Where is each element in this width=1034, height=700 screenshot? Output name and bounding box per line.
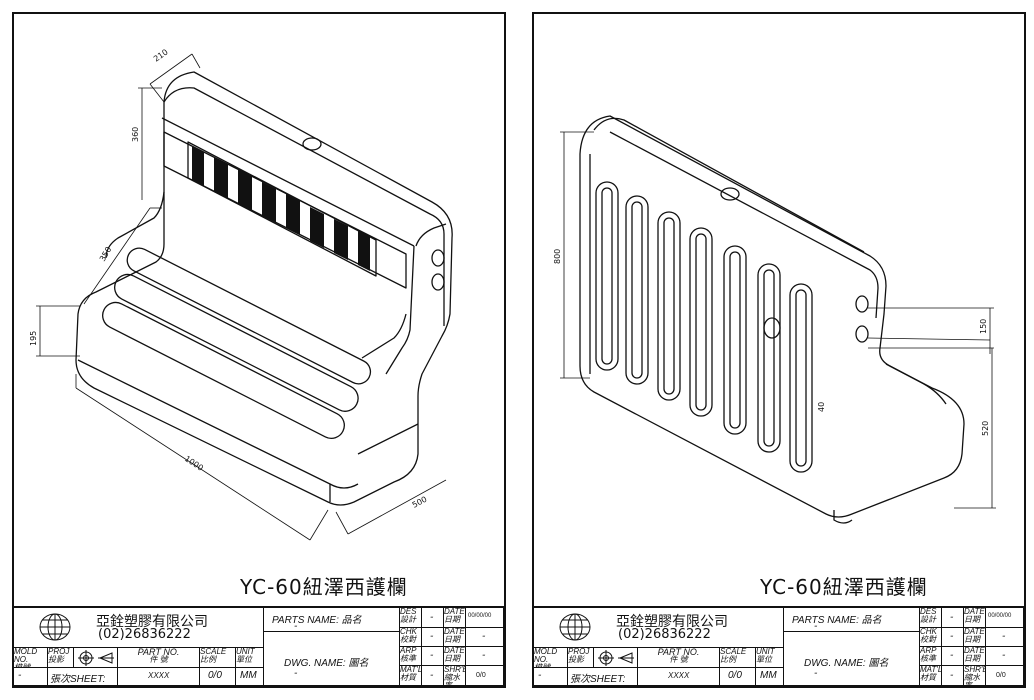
chk-value: - (422, 628, 444, 647)
arp-date-value: - (986, 647, 1024, 666)
drawing-sheet-right: 800 150 40 520 YC-60紐澤西護欄 亞銓塑膠有限公司 (02)2… (532, 12, 1026, 688)
part-no-cell: PART NO.件 號 (638, 648, 720, 668)
projection-symbol-icon (78, 650, 114, 666)
projection-symbol-cell (594, 648, 638, 668)
dwg-name-value: - (814, 668, 818, 679)
arp-value: - (942, 647, 964, 666)
company-name: 亞銓塑膠有限公司 (96, 614, 208, 630)
shrink-value: 0/0 (986, 666, 1024, 686)
dim-800: 800 (553, 249, 562, 264)
company-phone: (02)26836222 (618, 627, 711, 642)
date-value: 00/00/00 (986, 608, 1024, 628)
arp-date-value: - (466, 647, 504, 666)
chk-date-value: - (466, 628, 504, 647)
dim-1000: 1000 (183, 454, 205, 473)
title-block: 亞銓塑膠有限公司 (02)26836222 PARTS NAME: 品名 - D… (14, 606, 504, 688)
date-value: 00/00/00 (466, 608, 504, 628)
part-no-value: XXXX (118, 668, 200, 686)
part-no-value: XXXX (638, 668, 720, 686)
parts-name-cell: PARTS NAME: 品名 - (784, 608, 920, 632)
dim-150: 150 (979, 319, 988, 334)
mold-no-cell: MOLD NO.模號 (534, 648, 568, 668)
dim-195: 195 (29, 331, 38, 346)
dwg-name-value: - (294, 668, 298, 679)
dwg-name-cell: DWG. NAME: 圖名 - (264, 632, 400, 686)
scale-value: 0/0 (200, 668, 236, 686)
dwg-name-label: DWG. NAME: 圖名 (284, 658, 369, 669)
barrier-isometric-view-left: 210 360 350 195 1000 500 (29, 48, 453, 541)
matl-value: - (942, 666, 964, 686)
shrink-value: 0/0 (466, 666, 504, 686)
company-phone: (02)26836222 (98, 627, 191, 642)
drawing-title: YC-60紐澤西護欄 (240, 575, 408, 599)
company-name: 亞銓塑膠有限公司 (616, 614, 728, 630)
parts-name-label: PARTS NAME: 品名 (272, 615, 362, 626)
des-value: - (942, 608, 964, 628)
dim-210: 210 (152, 48, 170, 64)
globe-logo-icon (559, 613, 591, 641)
mold-no-value: - (14, 668, 48, 686)
dim-360: 360 (131, 127, 140, 142)
drawing-title: YC-60紐澤西護欄 (760, 575, 928, 599)
globe-logo-icon (39, 613, 71, 641)
company-cell: 亞銓塑膠有限公司 (02)26836222 (534, 608, 784, 648)
unit-value: MM (236, 668, 264, 686)
dim-350: 350 (98, 245, 113, 263)
dim-40: 40 (817, 402, 826, 412)
dwg-name-cell: DWG. NAME: 圖名 - (784, 632, 920, 686)
company-cell: 亞銓塑膠有限公司 (02)26836222 (14, 608, 264, 648)
reflector-stripes (192, 146, 370, 271)
parts-name-value: - (814, 621, 818, 632)
scale-value: 0/0 (720, 668, 756, 686)
title-block: 亞銓塑膠有限公司 (02)26836222 PARTS NAME: 品名 - D… (534, 606, 1024, 688)
drawing-sheet-left: 210 360 350 195 1000 500 YC-60紐澤西護欄 亞銓塑膠… (12, 12, 506, 688)
chk-value: - (942, 628, 964, 647)
matl-value: - (422, 666, 444, 686)
sheet-cell: 張次SHEET: (568, 668, 638, 686)
dwg-name-label: DWG. NAME: 圖名 (804, 658, 889, 669)
sheet-cell: 張次SHEET: (48, 668, 118, 686)
dim-500: 500 (411, 495, 429, 510)
slot-openings (595, 181, 813, 473)
dim-520: 520 (981, 421, 990, 436)
arp-value: - (422, 647, 444, 666)
des-value: - (422, 608, 444, 628)
parts-name-label: PARTS NAME: 品名 (792, 615, 882, 626)
mold-no-cell: MOLD NO.模號 (14, 648, 48, 668)
part-no-cell: PART NO.件 號 (118, 648, 200, 668)
projection-symbol-icon (598, 650, 634, 666)
parts-name-cell: PARTS NAME: 品名 - (264, 608, 400, 632)
chk-date-value: - (986, 628, 1024, 647)
mold-no-value: - (534, 668, 568, 686)
barrier-isometric-view-right: 800 150 40 520 (553, 115, 996, 524)
projection-symbol-cell (74, 648, 118, 668)
parts-name-value: - (294, 621, 298, 632)
unit-value: MM (756, 668, 784, 686)
